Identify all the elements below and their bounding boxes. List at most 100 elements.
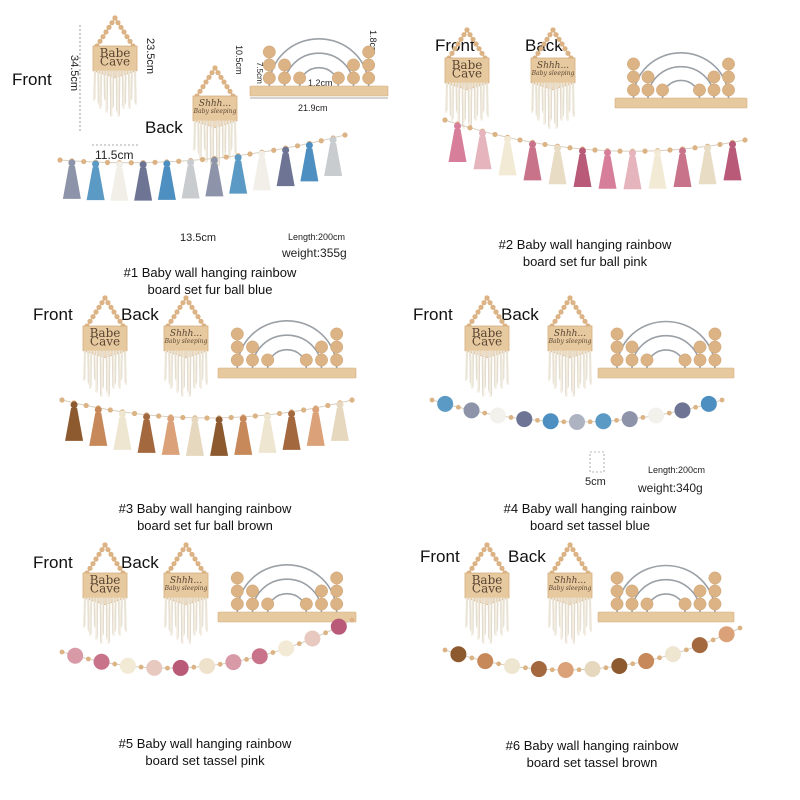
back-label-1: Back	[145, 118, 183, 137]
sign-front-1-bead	[121, 29, 127, 35]
garland-2-tassel-knot	[604, 149, 611, 157]
rainbow-stand-4-bead	[678, 353, 692, 367]
sign-front-5-bead	[90, 561, 96, 567]
sign-back-6-bead	[582, 565, 588, 571]
sign-front-6-text-2: Cave	[472, 582, 502, 596]
sign-front-4-bead	[487, 300, 493, 306]
garland-2-bead	[717, 141, 723, 148]
sign-front-4-text-1: Babe	[472, 326, 503, 340]
rainbow-stand-3-bead	[315, 353, 328, 367]
garland-3-tassel	[306, 412, 325, 446]
garland-6-bead	[683, 647, 689, 653]
caption-3: #3 Baby wall hanging rainbow board set f…	[75, 500, 335, 534]
sign-back-5-bead	[183, 542, 189, 548]
rainbow-stand-3-bead	[330, 327, 344, 341]
sign-front-4-bead	[496, 314, 502, 320]
garland-4-bead	[693, 404, 699, 410]
garland-6-bead	[549, 667, 555, 673]
rainbow-stand-6-bead	[610, 584, 624, 598]
dim-arch-gap: 1.2cm	[308, 78, 333, 88]
rainbow-stand-5-bead	[230, 571, 244, 585]
sign-front-3-text-1: Babe	[90, 326, 121, 340]
sign-back-5: Shhh...Baby sleeping	[163, 542, 209, 644]
sign-front-6-bead	[499, 565, 505, 571]
rainbow-stand-6-bead	[693, 584, 707, 598]
garland-3-tassel-knot	[312, 406, 320, 414]
sign-back-4-bead	[558, 309, 564, 315]
sign-back-5-bead	[186, 547, 192, 553]
sign-front-2-bead	[479, 50, 485, 56]
back-label-4: Back	[501, 305, 539, 324]
garland-1-tassel-knot	[258, 150, 266, 158]
rainbow-stand-2-bead	[707, 70, 721, 84]
rainbow-stand-2	[614, 52, 748, 109]
sign-front-6-bead	[493, 556, 499, 562]
front-label-4: Front	[413, 305, 453, 324]
rainbow-stand-3-bead	[299, 353, 313, 367]
sign-front-3-bead	[90, 314, 96, 320]
sign-back-5-bead	[180, 547, 186, 553]
sign-back-2-bead	[550, 27, 556, 33]
sign-front-2-bead	[452, 46, 458, 52]
rainbow-stand-1	[249, 38, 389, 97]
sign-back-2-bead	[544, 36, 550, 42]
garland-5-bead	[112, 661, 118, 667]
rainbow-stand-1-bead	[262, 58, 276, 72]
garland-3-tassel-knot	[239, 415, 247, 423]
garland-1-tassel	[324, 142, 343, 176]
sign-front-5-bead	[117, 565, 123, 571]
rainbow-stand-3-bead	[246, 340, 259, 354]
rainbow-stand-6-bead	[708, 571, 722, 585]
garland-2-tassel-knot	[629, 149, 636, 157]
sign-back-2-bead	[553, 32, 559, 38]
caption-1-line-2: board set fur ball blue	[147, 282, 273, 297]
garland-1-bead	[176, 158, 182, 164]
sign-front-3-bead	[102, 295, 108, 301]
sign-back-3-bead	[168, 318, 174, 324]
rainbow-stand-2-bead	[627, 70, 640, 84]
garland-4-bead	[640, 415, 646, 420]
garland-3-tassel-knot	[191, 416, 199, 424]
garland-3-bead	[59, 397, 65, 403]
sign-back-1-bead	[212, 65, 218, 71]
sign-back-5-bead	[195, 561, 201, 567]
garland-1-bead	[128, 160, 134, 166]
caption-1: #1 Baby wall hanging rainbow board set f…	[80, 264, 340, 298]
sign-back-1-bead	[206, 74, 212, 80]
garland-2-bead	[667, 147, 673, 153]
garland-4-bead	[508, 415, 514, 420]
garland-2-tassel-knot	[529, 140, 536, 148]
garland-3-tassel	[113, 416, 132, 450]
rainbow-stand-4-bead	[708, 353, 722, 367]
garland-1-tassel	[134, 167, 153, 201]
garland-6-bead	[737, 625, 743, 631]
garland-2-bead	[617, 148, 623, 154]
sign-back-6-bead	[570, 547, 576, 553]
garland-6-bead	[523, 665, 528, 671]
garland-5-pompom	[278, 640, 295, 657]
caption-4-line-2: board set tassel blue	[530, 518, 650, 533]
garland-3-tassel	[210, 422, 229, 456]
sign-front-6-text-1: Babe	[472, 573, 503, 587]
garland-4-bead	[614, 417, 619, 423]
rainbow-stand-4-bead	[708, 340, 722, 354]
rainbow-stand-5-bead	[246, 597, 259, 611]
rainbow-stand-3-bead	[315, 340, 328, 354]
sign-back-3-bead	[195, 314, 201, 320]
sign-back-3: Shhh...Baby sleeping	[163, 295, 209, 397]
sign-front-6-bead	[472, 561, 478, 567]
sign-front-3-bead	[99, 300, 105, 306]
garland-3-tassel	[258, 419, 277, 453]
sign-front-2-text-1: Babe	[452, 58, 483, 72]
garland-4-pompom	[569, 414, 585, 430]
sign-back-1: Shhh...Baby sleeping	[192, 65, 238, 167]
weight-label-1: weight:355g	[282, 246, 347, 260]
sign-back-1-text-2: Baby sleeping	[193, 108, 237, 115]
caption-5-line-1: #5 Baby wall hanging rainbow	[118, 736, 292, 751]
sign-back-6: Shhh...Baby sleeping	[547, 542, 593, 644]
sign-back-1-bead	[197, 88, 203, 94]
sign-back-5-bead	[198, 565, 204, 571]
sign-front-5-bead	[108, 551, 114, 557]
sign-back-3-bead	[174, 309, 180, 315]
